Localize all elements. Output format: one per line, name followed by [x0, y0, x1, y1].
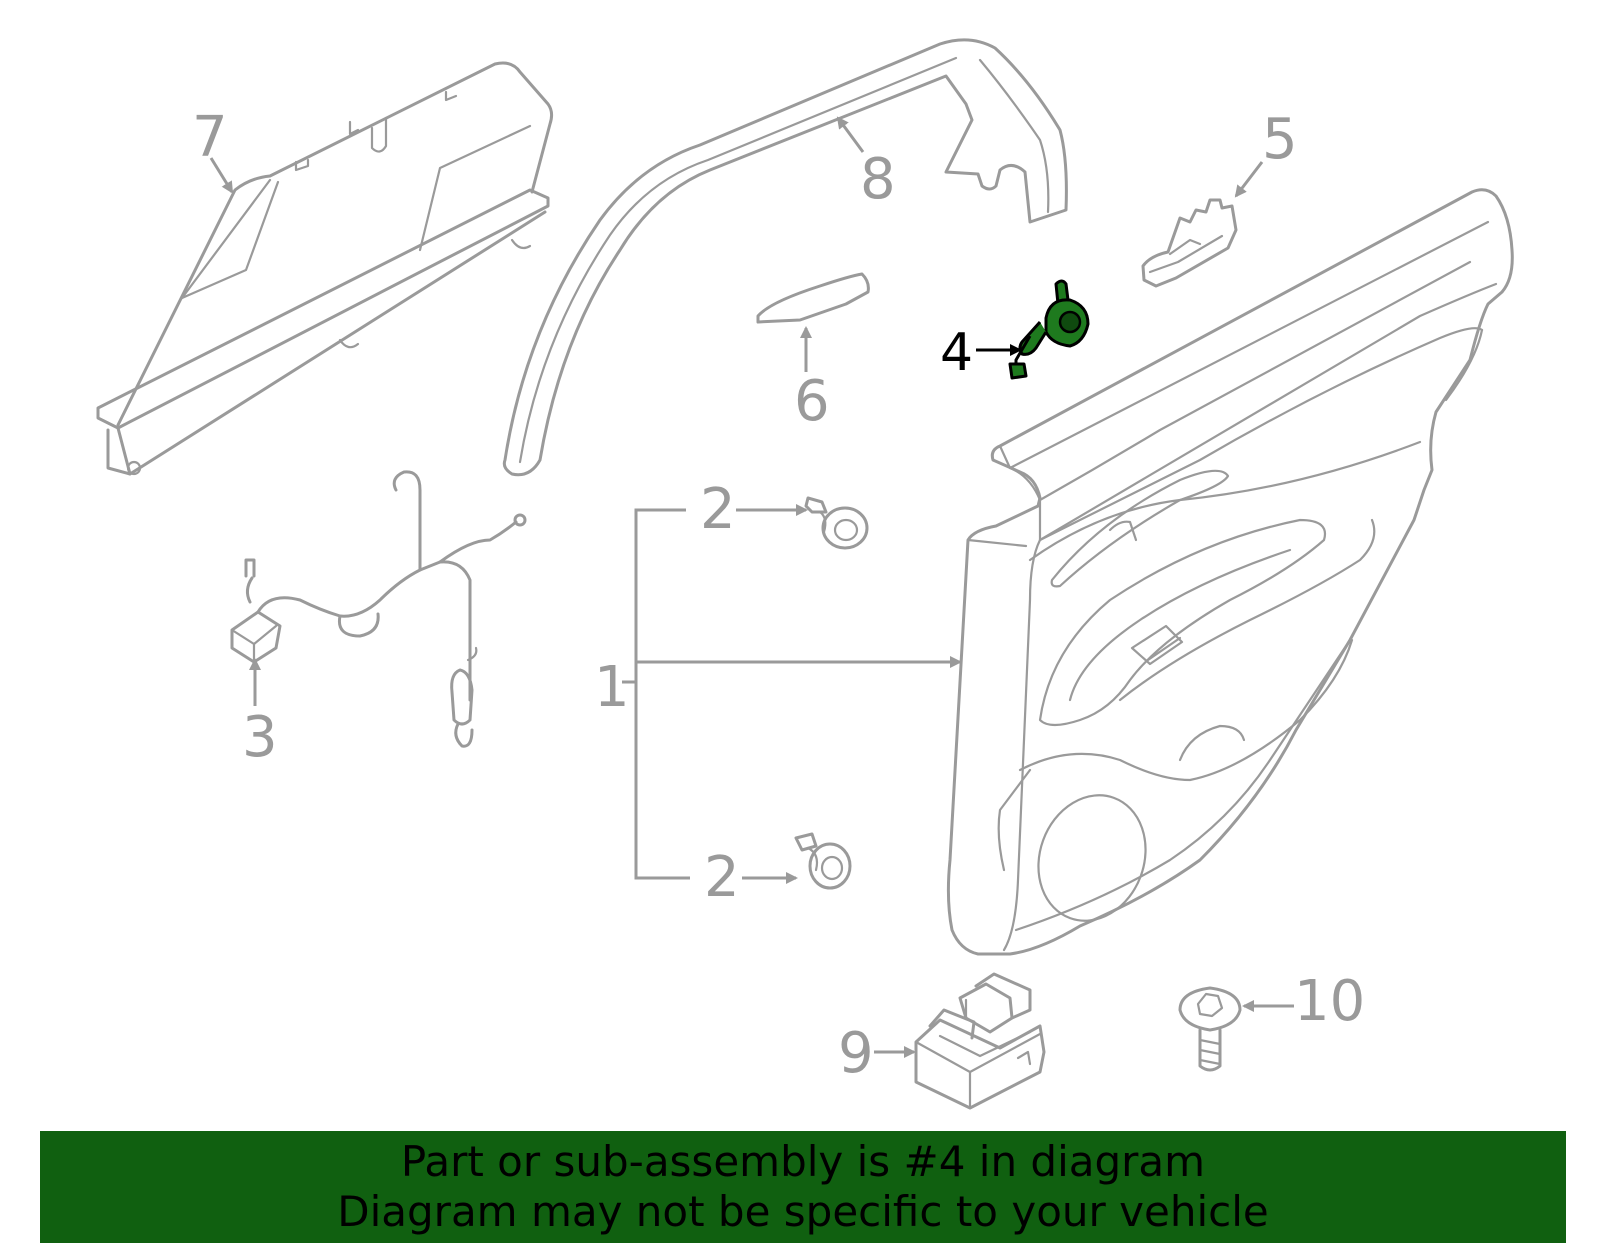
part-2-clip-upper: [804, 496, 869, 550]
part-2-clip-lower: [794, 832, 852, 890]
part-10-screw: [1178, 986, 1242, 1072]
callout-9: 9: [838, 1021, 874, 1086]
callout-10: 10: [1294, 969, 1365, 1034]
banner-line-2: Diagram may not be specific to your vehi…: [337, 1187, 1269, 1236]
callout-2-upper: 2: [700, 477, 736, 542]
part-6-trim-cover: [756, 272, 870, 324]
callout-3: 3: [242, 705, 278, 770]
part-8-frame-moulding: [502, 38, 1068, 477]
callout-8: 8: [860, 147, 896, 212]
part-5-bracket: [1141, 198, 1238, 288]
part-4-highlighted: [1008, 279, 1090, 380]
callout-4: 4: [940, 323, 973, 383]
callout-1: 1: [594, 655, 630, 720]
callout-2-lower: 2: [704, 845, 740, 910]
part-7-sunshade: [96, 61, 554, 476]
part-3-wiring-harness: [230, 470, 527, 748]
callout-6: 6: [794, 369, 830, 434]
callout-5: 5: [1262, 107, 1298, 172]
banner-line-1: Part or sub-assembly is #4 in diagram: [400, 1137, 1206, 1186]
callout-7: 7: [192, 105, 228, 170]
leader-lines: [209, 116, 1294, 1058]
part-9-switch: [914, 972, 1046, 1110]
part-1-door-trim-panel: [946, 188, 1514, 956]
info-banner: Part or sub-assembly is #4 in diagram Di…: [40, 1131, 1566, 1243]
